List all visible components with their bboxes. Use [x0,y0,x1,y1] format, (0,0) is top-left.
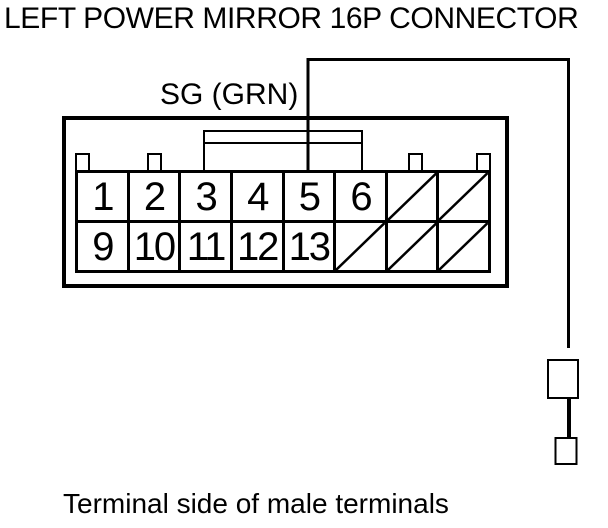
pin-cell-10: 10 [129,223,179,270]
blanked-pin-cell-8 [439,173,488,220]
sg-wire-path [306,58,570,348]
probe-tip-box [554,437,578,465]
pin-cell-4: 4 [232,173,282,220]
caption: Terminal side of male terminals [63,488,449,519]
blanked-pin-cell-14 [336,223,385,270]
diagonal-slash-icon [439,173,488,220]
connector-key-bump-1 [147,153,162,173]
pin-cell-6: 6 [336,173,385,220]
wire-label: SG (GRN) [160,78,299,111]
diagonal-slash-icon [388,173,437,220]
diagonal-slash-icon [439,223,488,270]
pin-cell-1: 1 [78,173,127,220]
connector-latch [203,130,363,172]
blanked-pin-cell-15 [387,223,437,270]
pin-cell-3: 3 [181,173,230,220]
diagonal-slash-icon [336,223,385,270]
connector-key-bump-2 [408,153,423,173]
pin-cell-13: 13 [284,223,334,270]
pin-grid: 1 2 3 4 5 6 9 10 11 12 13 [75,170,491,273]
connector-key-tab-left [75,153,90,173]
connector-latch-line [205,142,361,144]
pin-cell-5: 5 [284,173,334,220]
blanked-pin-cell-7 [387,173,437,220]
pin-cell-11: 11 [181,223,230,270]
pin-cell-12: 12 [232,223,282,270]
pin-cell-9: 9 [78,223,127,270]
diagonal-slash-icon [388,223,437,270]
connector-key-tab-right [476,153,491,173]
blanked-pin-cell-16 [439,223,488,270]
probe-connector-box [547,359,579,399]
diagram-title: LEFT POWER MIRROR 16P CONNECTOR [4,2,579,35]
pin-cell-2: 2 [129,173,179,220]
